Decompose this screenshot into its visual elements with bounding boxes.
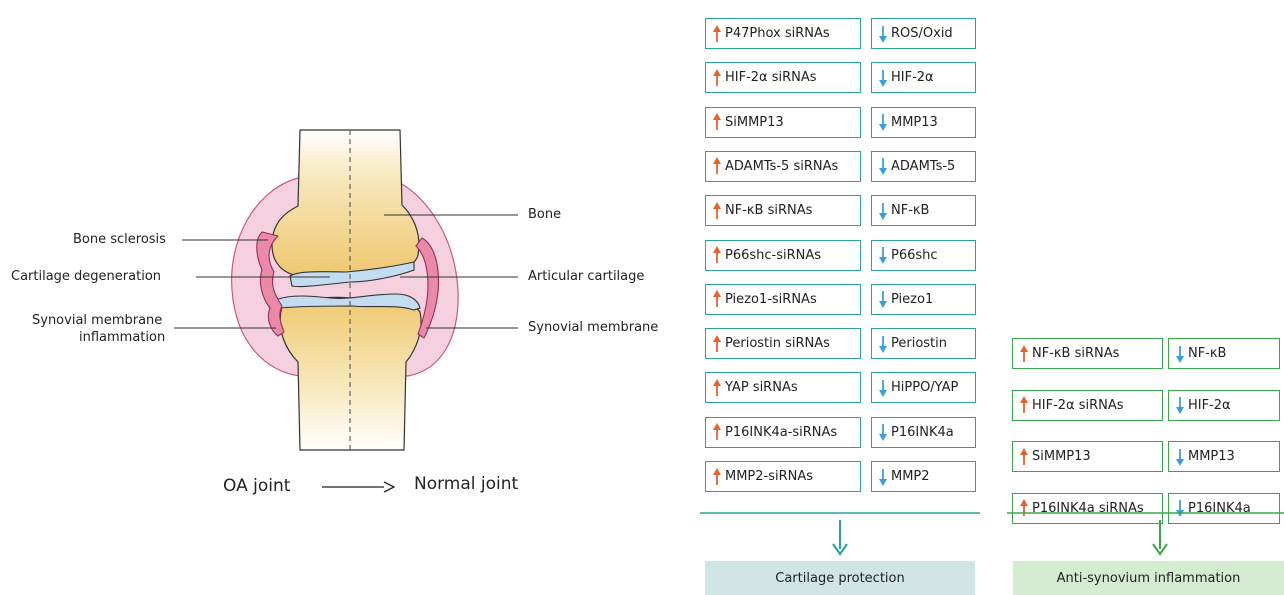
synovium-outcome: Anti-synovium inflammation <box>1013 561 1284 595</box>
cartilage-outcome: Cartilage protection <box>705 561 975 595</box>
